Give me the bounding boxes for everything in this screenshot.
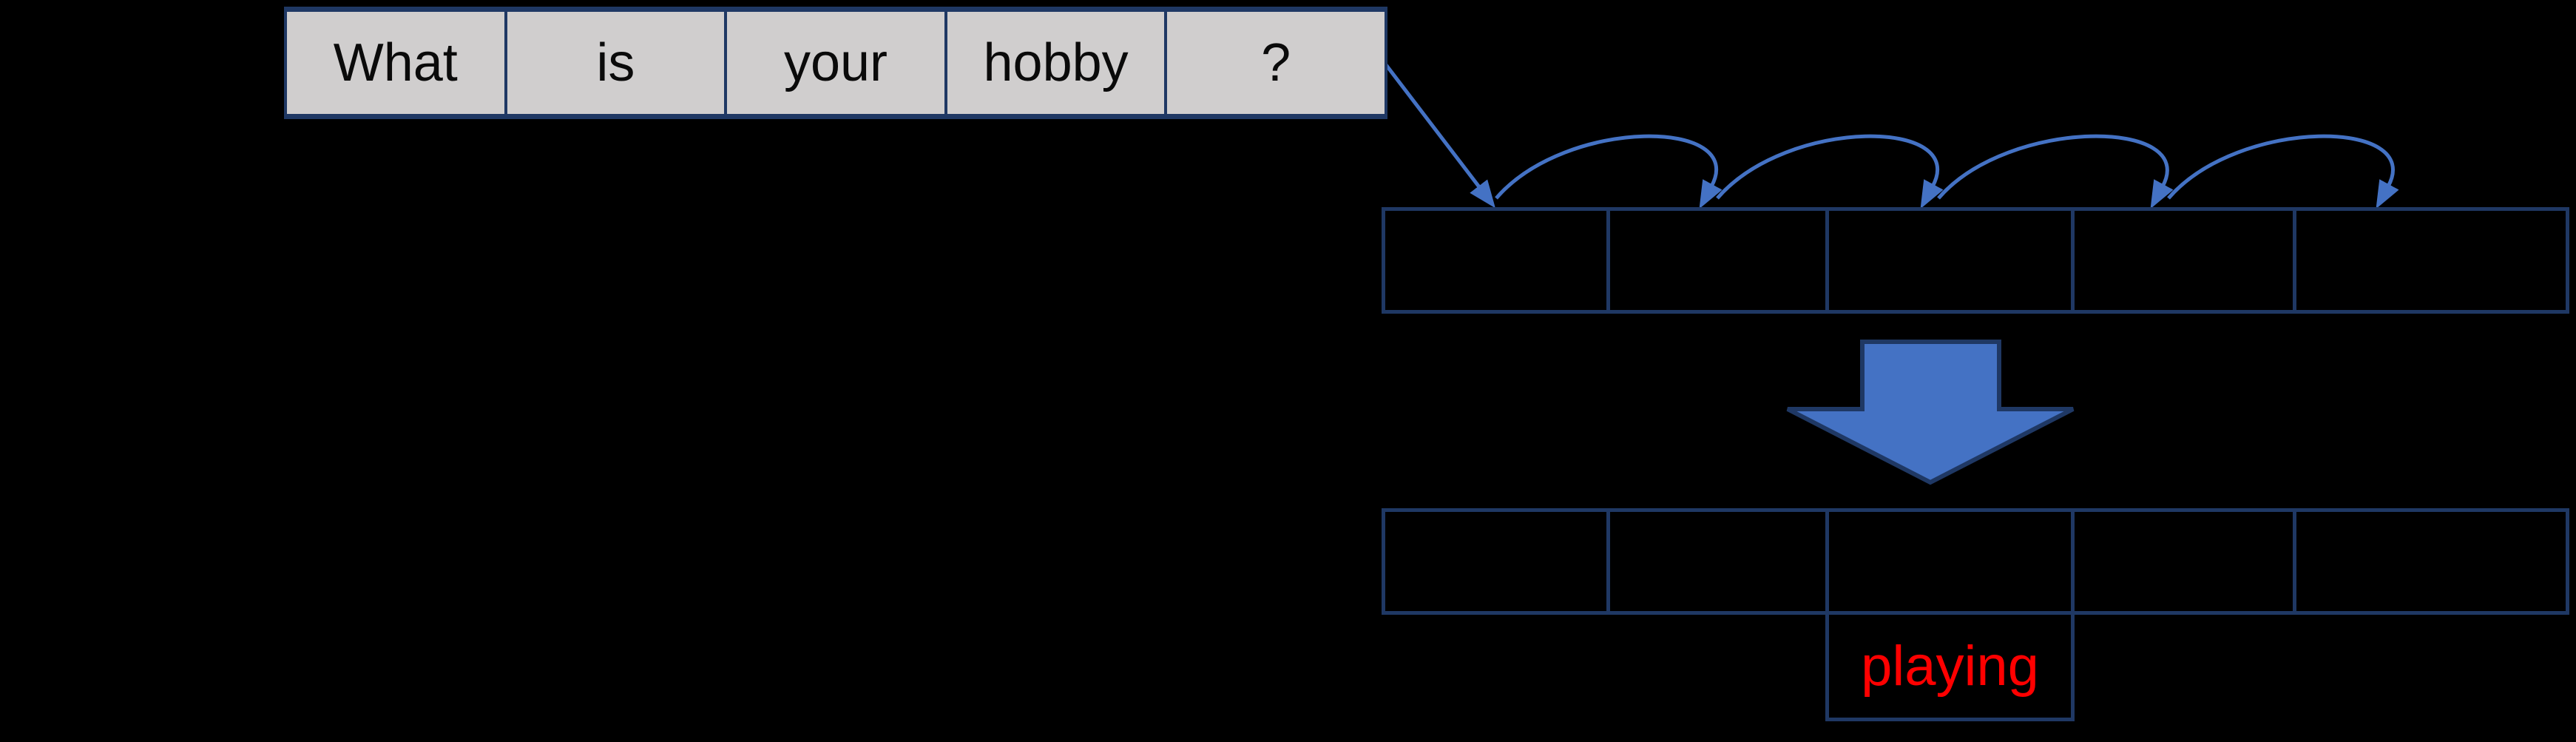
sentence-cell-hobby: hobby — [944, 12, 1165, 114]
sentence-cell-is: is — [504, 12, 725, 114]
encoder-slot-1 — [1382, 207, 1610, 314]
connector-arrow-icon — [1383, 61, 1495, 209]
sentence-cell-your: your — [724, 12, 944, 114]
sentence-cell-qmark: ? — [1164, 12, 1385, 114]
encoder-slot-3 — [1825, 207, 2075, 314]
decoder-slot-5 — [2293, 508, 2569, 615]
decoder-slot-4 — [2071, 508, 2296, 615]
decoder-slot-1 — [1382, 508, 1610, 615]
decoder-slot-2 — [1606, 508, 1829, 615]
encoder-slot-5 — [2293, 207, 2569, 314]
encoder-slot-2 — [1606, 207, 1829, 314]
answer-cell: playing — [1825, 611, 2075, 721]
answer-label: playing — [1861, 635, 2039, 698]
encoder-slot-4 — [2071, 207, 2296, 314]
decoder-slot-3 — [1825, 508, 2075, 615]
sentence-table: What is your hobby ? — [284, 7, 1387, 119]
big-down-arrow-icon — [1786, 340, 2075, 485]
sentence-cell-what: What — [287, 12, 504, 114]
hop-arc-arrows-icon — [1495, 134, 2399, 209]
